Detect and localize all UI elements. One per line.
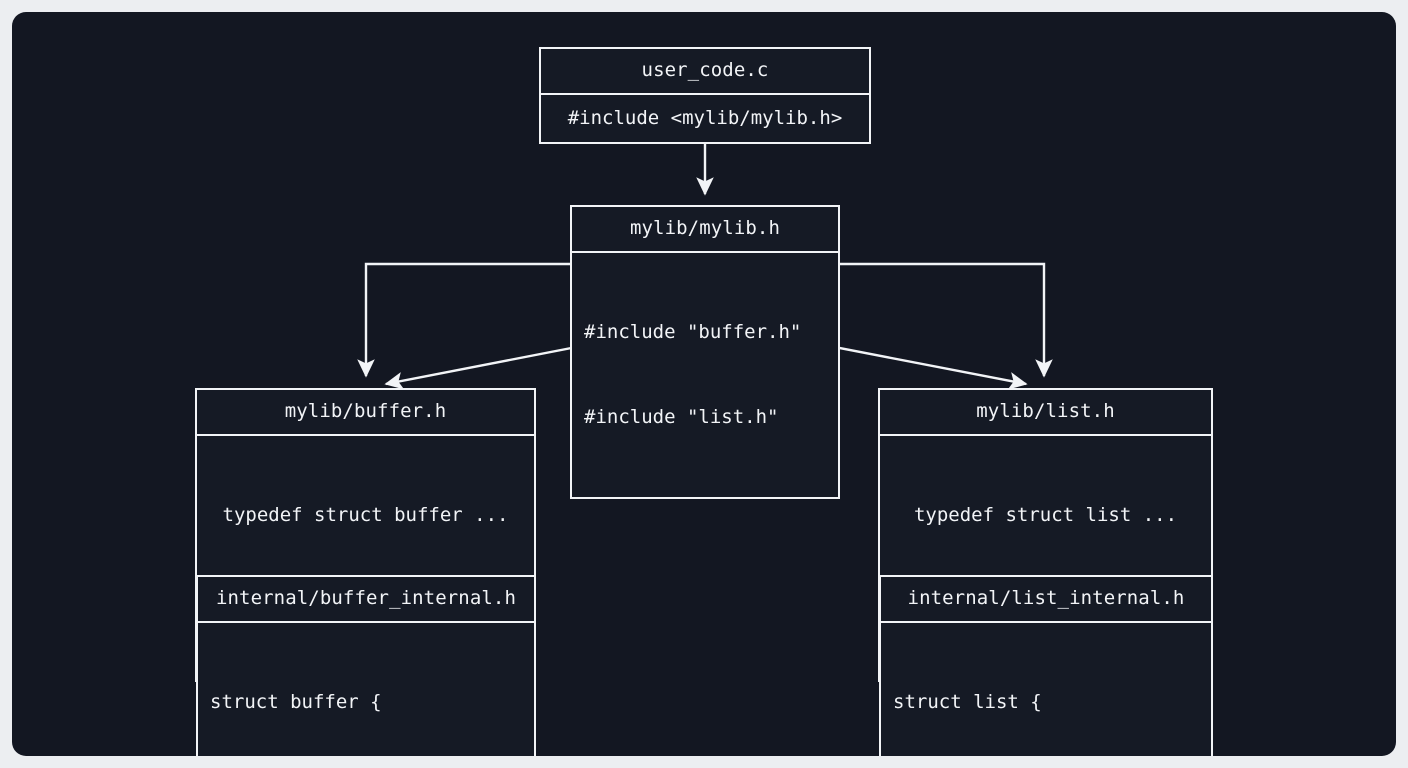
node-list-h-title: mylib/list.h [976, 400, 1115, 422]
diagram-canvas: user_code.c #include <mylib/mylib.h> myl… [12, 12, 1396, 756]
node-buffer-internal[interactable]: internal/buffer_internal.h struct buffer… [196, 575, 536, 756]
include-buffer-line: #include "buffer.h" [584, 321, 802, 344]
node-list-internal-title: internal/list_internal.h [907, 587, 1185, 609]
node-mylib-h-body: #include "buffer.h" #include "list.h" [572, 253, 838, 497]
edge-mylib-to-list-ortho [840, 262, 1053, 378]
node-user-code-body: #include <mylib/mylib.h> [567, 107, 843, 129]
node-buffer-h-title: mylib/buffer.h [284, 400, 447, 422]
node-divider [541, 93, 869, 95]
node-divider [197, 434, 534, 436]
node-user-code[interactable]: user_code.c #include <mylib/mylib.h> [539, 47, 871, 145]
node-mylib-h-title: mylib/mylib.h [629, 217, 780, 239]
node-divider [198, 621, 534, 623]
edge-mylib-to-buffer-ortho [357, 262, 570, 378]
struct-open-line: struct list { [893, 691, 1042, 714]
node-buffer-internal-title: internal/buffer_internal.h [215, 587, 516, 609]
node-divider [880, 434, 1211, 436]
include-list-line: #include "list.h" [584, 405, 779, 428]
node-list-internal-body: struct list { // details }; [881, 623, 1211, 756]
node-divider [572, 251, 838, 253]
typedef-buffer-line: typedef struct buffer ... [222, 504, 509, 527]
node-user-code-title: user_code.c [641, 59, 769, 81]
node-divider [881, 621, 1211, 623]
node-list-internal[interactable]: internal/list_internal.h struct list { /… [879, 575, 1213, 756]
node-mylib-h[interactable]: mylib/mylib.h #include "buffer.h" #inclu… [570, 205, 840, 499]
struct-open-line: struct buffer { [210, 691, 382, 714]
node-buffer-internal-body: struct buffer { // details }; [198, 623, 534, 756]
typedef-list-line: typedef struct list ... [913, 504, 1178, 527]
